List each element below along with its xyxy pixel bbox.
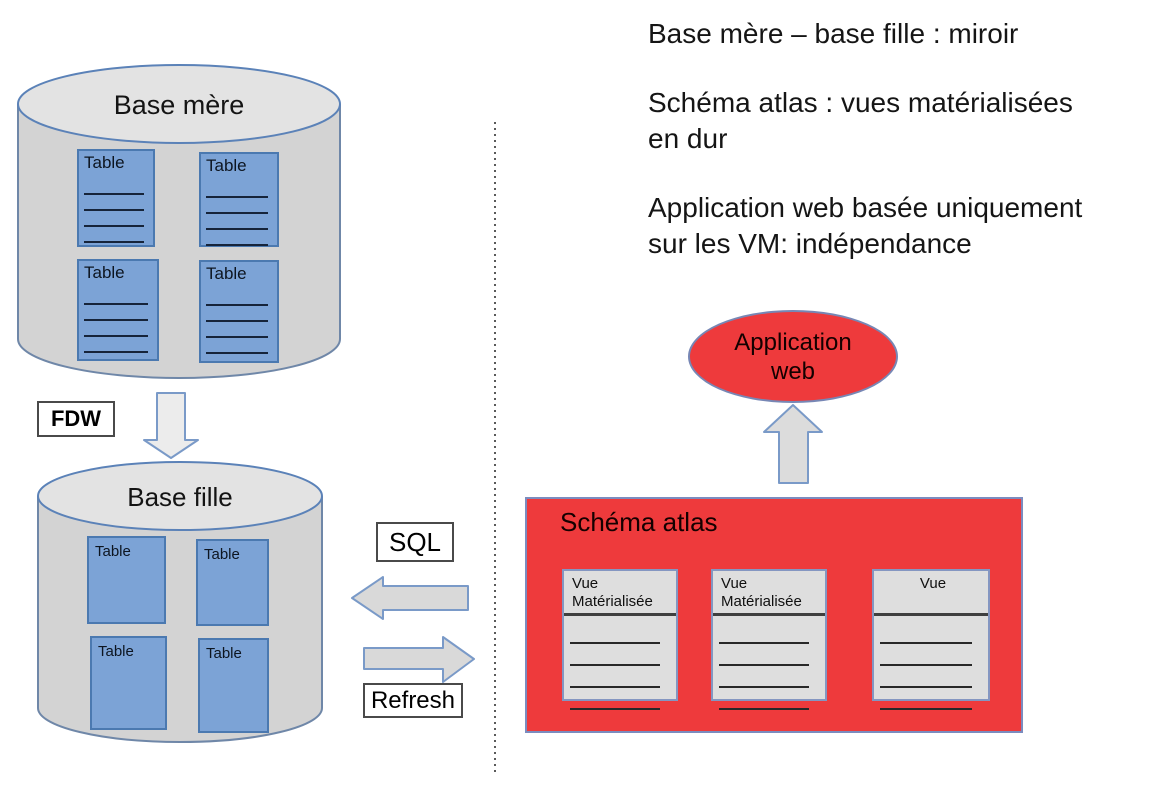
table-card: Table xyxy=(77,149,155,247)
base-fille-title: Base fille xyxy=(127,482,233,512)
fdw-tag: FDW xyxy=(37,401,115,437)
view-card: Vue xyxy=(872,569,990,710)
note-application-web: Application web basée uniquement sur les… xyxy=(648,192,1083,259)
view-card: Vue Matérialisée xyxy=(711,569,827,710)
view-title: Vue Matérialisée xyxy=(713,571,825,616)
view-rows-lines xyxy=(713,616,825,710)
base-fille-cylinder-body xyxy=(37,496,323,743)
table-label: Table xyxy=(206,645,242,662)
note-miroir: Base mère – base fille : miroir xyxy=(648,18,1019,49)
refresh-tag: Refresh xyxy=(363,683,463,718)
table-rows-lines xyxy=(84,289,148,353)
table-label: Table xyxy=(84,263,125,282)
view-title: Vue Matérialisée xyxy=(564,571,676,616)
sql-label: SQL xyxy=(388,526,442,557)
base-mere-cylinder-top xyxy=(17,64,341,144)
schema-atlas-container: Schéma atlas Vue Matérialisée Vue Matéri… xyxy=(525,497,1023,733)
table-card: Table xyxy=(196,539,269,626)
notes-block: Base mère – base fille : miroir Schéma a… xyxy=(648,16,1153,295)
application-web-label-line2: web xyxy=(770,357,816,385)
sql-tag: SQL xyxy=(376,522,454,562)
table-rows-lines xyxy=(84,179,144,243)
view-rows-lines xyxy=(874,616,988,710)
base-fille-cylinder-top xyxy=(37,461,323,531)
table-label: Table xyxy=(206,156,247,175)
table-card: Table xyxy=(199,152,279,247)
view-title: Vue xyxy=(874,571,988,616)
table-label: Table xyxy=(204,546,240,563)
note-schema-atlas: Schéma atlas : vues matérialisées en dur xyxy=(648,87,1073,154)
table-label: Table xyxy=(84,153,125,172)
table-card: Table xyxy=(87,536,166,624)
application-web-label-line1: Application xyxy=(734,328,852,356)
table-card: Table xyxy=(198,638,269,733)
view-card: Vue Matérialisée xyxy=(562,569,678,710)
fdw-label: FDW xyxy=(50,406,102,431)
table-card: Table xyxy=(199,260,279,363)
up-arrow xyxy=(763,404,823,484)
table-rows-lines xyxy=(206,182,268,246)
table-label: Table xyxy=(206,264,247,283)
down-arrow xyxy=(143,392,199,459)
view-rows-lines xyxy=(564,616,676,710)
base-mere-title: Base mère xyxy=(113,90,245,120)
table-rows-lines xyxy=(206,290,268,354)
schema-atlas-title: Schéma atlas xyxy=(560,507,718,537)
right-arrow-refresh xyxy=(363,636,475,683)
table-card: Table xyxy=(77,259,159,361)
table-card: Table xyxy=(90,636,167,730)
base-mere-cylinder-body xyxy=(17,104,341,379)
left-arrow-sql xyxy=(351,576,469,620)
application-web-ellipse: Application web xyxy=(688,310,898,403)
table-label: Table xyxy=(95,543,131,560)
refresh-label: Refresh xyxy=(370,686,456,714)
table-label: Table xyxy=(98,643,134,660)
